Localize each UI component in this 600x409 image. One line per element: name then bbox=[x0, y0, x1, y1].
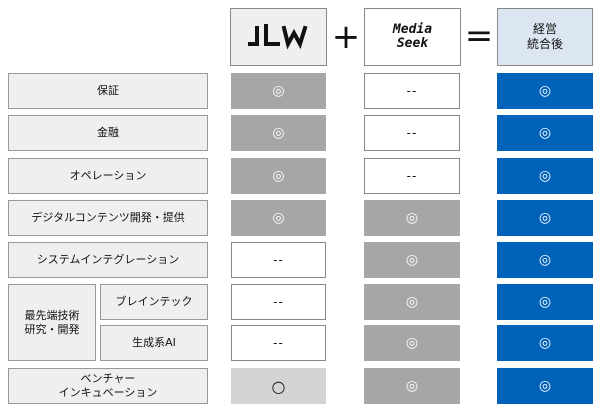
jlw-logo-icon bbox=[247, 24, 308, 50]
jlw-cell-operation: ◎ bbox=[231, 158, 326, 194]
merged-cell-braintech: ◎ bbox=[497, 284, 593, 320]
jlw-cell-system-integration: -- bbox=[231, 242, 326, 278]
row-label-venture-line2: インキュベーション bbox=[58, 386, 158, 399]
equals-sign: = bbox=[464, 16, 494, 56]
mediaseek-cell-finance: -- bbox=[364, 115, 460, 151]
merged-cell-guarantee: ◎ bbox=[497, 73, 593, 109]
mediaseek-cell-generative-ai: ◎ bbox=[364, 325, 460, 361]
merged-cell-operation: ◎ bbox=[497, 158, 593, 194]
row-label-operation: オペレーション bbox=[8, 158, 208, 194]
merged-cell-digital-content: ◎ bbox=[497, 200, 593, 236]
jlw-cell-venture-incubation: ○ bbox=[231, 368, 326, 404]
mediaseek-cell-system-integration: ◎ bbox=[364, 242, 460, 278]
row-label-venture-incubation: ベンチャー インキュベーション bbox=[8, 368, 208, 404]
mediaseek-cell-guarantee: -- bbox=[364, 73, 460, 109]
row-label-venture-line1: ベンチャー bbox=[80, 372, 136, 385]
mediaseek-cell-venture-incubation: ◎ bbox=[364, 368, 460, 404]
mediaseek-logo-line2: Seek bbox=[396, 36, 429, 51]
group-label-line2: 研究・開発 bbox=[24, 322, 80, 336]
row-label-generative-ai: 生成系AI bbox=[100, 325, 208, 361]
mediaseek-cell-digital-content: ◎ bbox=[364, 200, 460, 236]
merged-cell-venture-incubation: ◎ bbox=[497, 368, 593, 404]
merged-company-header: 経営 統合後 bbox=[497, 8, 593, 66]
merged-cell-system-integration: ◎ bbox=[497, 242, 593, 278]
jlw-cell-guarantee: ◎ bbox=[231, 73, 326, 109]
row-label-braintech: ブレインテック bbox=[100, 284, 208, 320]
row-label-finance: 金融 bbox=[8, 115, 208, 151]
merged-cell-finance: ◎ bbox=[497, 115, 593, 151]
jlw-cell-generative-ai: -- bbox=[231, 325, 326, 361]
jlw-cell-braintech: -- bbox=[231, 284, 326, 320]
row-label-guarantee: 保証 bbox=[8, 73, 208, 109]
merged-header-line1: 経営 bbox=[532, 22, 557, 36]
merged-header-line2: 統合後 bbox=[526, 37, 563, 51]
row-label-digital-content: デジタルコンテンツ開発・提供 bbox=[8, 200, 208, 236]
group-label-advanced-research: 最先端技術 研究・開発 bbox=[8, 284, 96, 361]
jlw-cell-digital-content: ◎ bbox=[231, 200, 326, 236]
merged-cell-generative-ai: ◎ bbox=[497, 325, 593, 361]
jlw-cell-finance: ◎ bbox=[231, 115, 326, 151]
mediaseek-cell-operation: -- bbox=[364, 158, 460, 194]
plus-sign: + bbox=[331, 17, 361, 57]
row-label-system-integration: システムインテグレーション bbox=[8, 242, 208, 278]
jlw-logo-box: JLW bbox=[230, 8, 327, 66]
mediaseek-logo-box: Media Seek bbox=[364, 8, 461, 66]
mediaseek-logo: Media Seek bbox=[393, 23, 432, 51]
mediaseek-cell-braintech: ◎ bbox=[364, 284, 460, 320]
mediaseek-logo-line1: Media bbox=[392, 22, 433, 37]
group-label-line1: 最先端技術 bbox=[24, 308, 80, 322]
